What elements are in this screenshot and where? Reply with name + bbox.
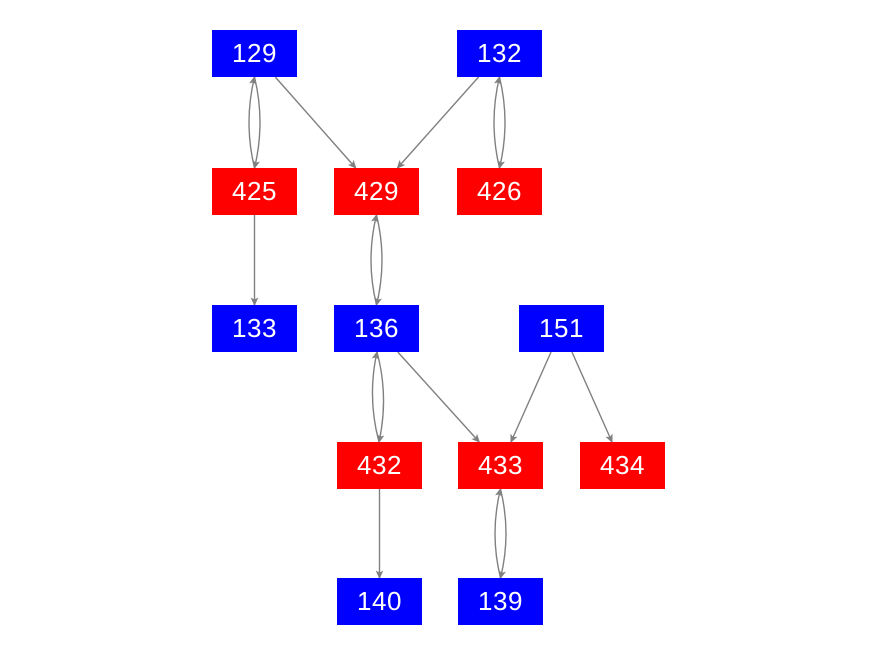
graph-node-label: 433 xyxy=(478,449,523,480)
graph-node-label: 425 xyxy=(232,175,277,206)
graph-node-139[interactable]: 139 xyxy=(458,578,543,625)
graph-node-label: 140 xyxy=(357,585,402,616)
graph-node-136[interactable]: 136 xyxy=(334,305,419,352)
graph-node-426[interactable]: 426 xyxy=(457,168,542,215)
graph-node-label: 133 xyxy=(232,312,277,343)
graph-node-label: 434 xyxy=(600,449,645,480)
graph-node-label: 426 xyxy=(477,175,522,206)
graph-node-133[interactable]: 133 xyxy=(212,305,297,352)
graph-node-129[interactable]: 129 xyxy=(212,30,297,77)
graph-node-140[interactable]: 140 xyxy=(337,578,422,625)
graph-node-434[interactable]: 434 xyxy=(580,442,665,489)
graph-node-151[interactable]: 151 xyxy=(519,305,604,352)
graph-node-label: 151 xyxy=(539,312,584,343)
graph-node-433[interactable]: 433 xyxy=(458,442,543,489)
graph-node-label: 136 xyxy=(354,312,399,343)
graph-node-label: 132 xyxy=(477,37,522,68)
graph-node-label: 129 xyxy=(232,37,277,68)
graph-node-label: 432 xyxy=(357,449,402,480)
graph-node-label: 429 xyxy=(354,175,399,206)
graph-node-432[interactable]: 432 xyxy=(337,442,422,489)
graph-node-425[interactable]: 425 xyxy=(212,168,297,215)
graph-node-132[interactable]: 132 xyxy=(457,30,542,77)
graph-node-429[interactable]: 429 xyxy=(334,168,419,215)
graph-node-label: 139 xyxy=(478,585,523,616)
